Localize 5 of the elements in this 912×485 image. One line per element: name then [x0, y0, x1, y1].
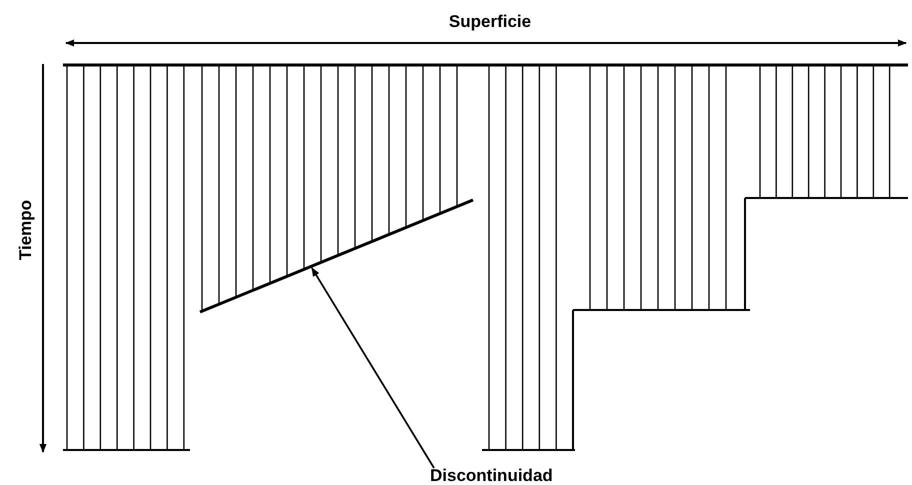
- axis-label: Superficie: [448, 12, 532, 32]
- discontinuity-line: [199, 198, 474, 314]
- leader-line: [311, 267, 435, 468]
- callout-label: Discontinuidad: [430, 466, 553, 485]
- axis-label: Tiempo: [16, 200, 36, 260]
